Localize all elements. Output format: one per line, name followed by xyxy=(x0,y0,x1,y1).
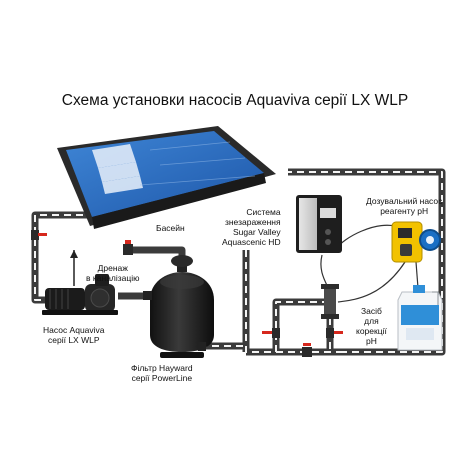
dosing-pump-icon xyxy=(392,222,440,262)
disinfection-controller-icon xyxy=(296,195,342,253)
filter-label: Фільтр Hayward серії PowerLine xyxy=(131,363,193,383)
pump-label: Насос Aquaviva серії LX WLP xyxy=(43,325,105,345)
tube-dosing-suction xyxy=(416,262,418,288)
valve-icon xyxy=(123,240,133,255)
disinfection-label: Система знезараження Sugar Valley Aquasc… xyxy=(222,207,281,247)
ph-canister-icon xyxy=(398,285,442,350)
valve-icon xyxy=(326,328,343,338)
dosing-pump-label: Дозувальний насос реагенту pH xyxy=(366,196,442,216)
ph-agent-label: Засіб для корекції pH xyxy=(356,306,387,346)
tube-dosing-injection xyxy=(338,262,405,302)
drain-label: Дренаж в каналізацію xyxy=(86,263,140,283)
valve-icon xyxy=(302,343,312,357)
cable-controller-to-dosing xyxy=(335,225,395,250)
drain-arrow-icon xyxy=(70,250,78,286)
valve-icon xyxy=(31,230,47,240)
filter-icon xyxy=(143,255,214,358)
pool-label: Басейн xyxy=(156,223,185,233)
valve-icon xyxy=(262,328,280,338)
